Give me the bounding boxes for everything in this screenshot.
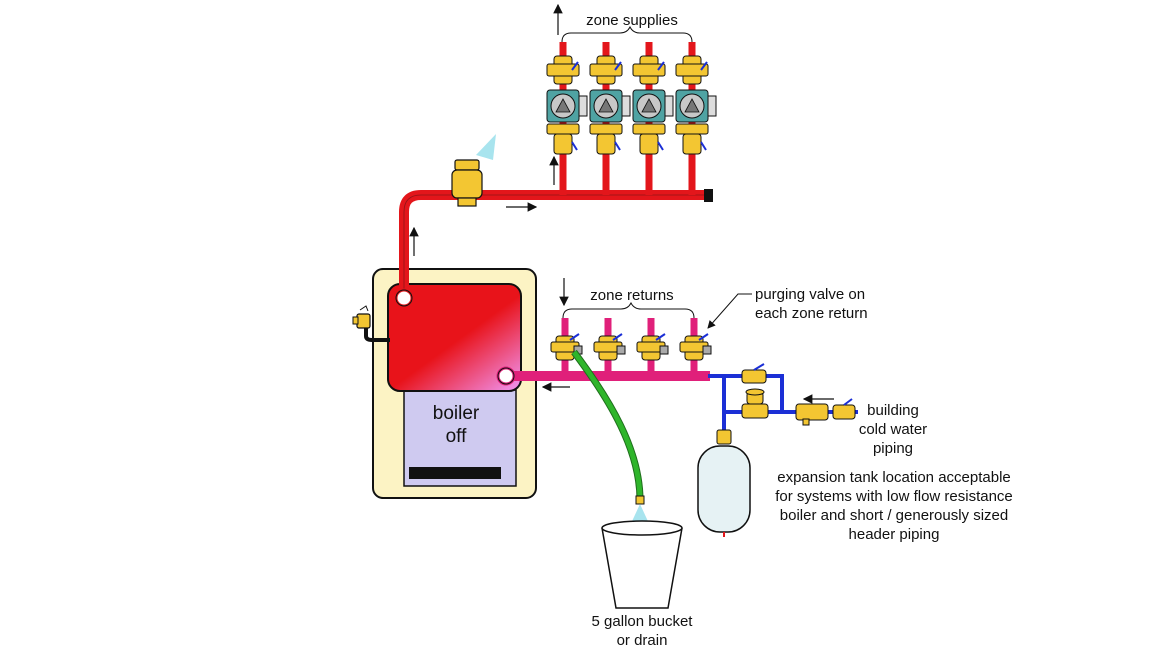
boiler-heat-exchanger [387, 283, 522, 392]
zone-supplies-label: zone supplies [586, 12, 678, 29]
pressure-reducing-valve-icon [741, 388, 769, 419]
expansion-tank-icon [697, 429, 751, 537]
boiler-burner-bar [409, 467, 501, 479]
air-vent-icon [451, 134, 496, 207]
tank-note-line2: for systems with low flow resistance [775, 488, 1013, 505]
tank-note-line3: boiler and short / generously sized [780, 507, 1008, 524]
tank-note-line1: expansion tank location acceptable [777, 469, 1011, 486]
zone-returns-brace [562, 301, 695, 319]
zone-return-2 [593, 318, 626, 376]
supply-header-cap [704, 189, 713, 202]
zone-return-1 [550, 318, 583, 376]
purging-valve-leader [707, 293, 752, 329]
bucket-label-line2: or drain [617, 632, 668, 649]
boiler-label-line1: boiler [433, 403, 480, 424]
boiler: boiler off [372, 268, 537, 499]
tank-note-line4: header piping [849, 526, 940, 543]
purge-valve-icon [593, 333, 626, 361]
zone-returns-label: zone returns [590, 287, 673, 304]
zone-supply-3 [632, 42, 674, 195]
purge-valve-icon [679, 333, 712, 361]
cold-water-label-line1: building [867, 402, 919, 419]
purging-valve-label-line2: each zone return [755, 305, 868, 322]
zone-supply-1 [546, 42, 588, 195]
purge-valve-icon [636, 333, 669, 361]
zone-supplies-brace [561, 25, 693, 43]
zone-supply-2 [589, 42, 631, 195]
purge-valve-icon [550, 333, 583, 361]
zone-supply-4 [675, 42, 717, 195]
bucket-icon [601, 520, 683, 609]
backflow-preventer-icon [795, 403, 829, 426]
supply-piping [394, 189, 713, 308]
supply-riser [399, 190, 708, 298]
zone-return-3 [636, 318, 669, 376]
isolation-valve-icon [832, 398, 856, 420]
boiler-label-line2: off [446, 426, 468, 447]
relief-valve-icon [352, 305, 390, 342]
bucket-label-line1: 5 gallon bucket [592, 613, 694, 630]
purging-valve-label-line1: purging valve on [755, 286, 865, 303]
isolation-valve-icon [741, 363, 767, 384]
cold-water-label-line3: piping [873, 440, 913, 457]
zone-return-4 [679, 318, 712, 376]
cold-water-label-line2: cold water [859, 421, 927, 438]
